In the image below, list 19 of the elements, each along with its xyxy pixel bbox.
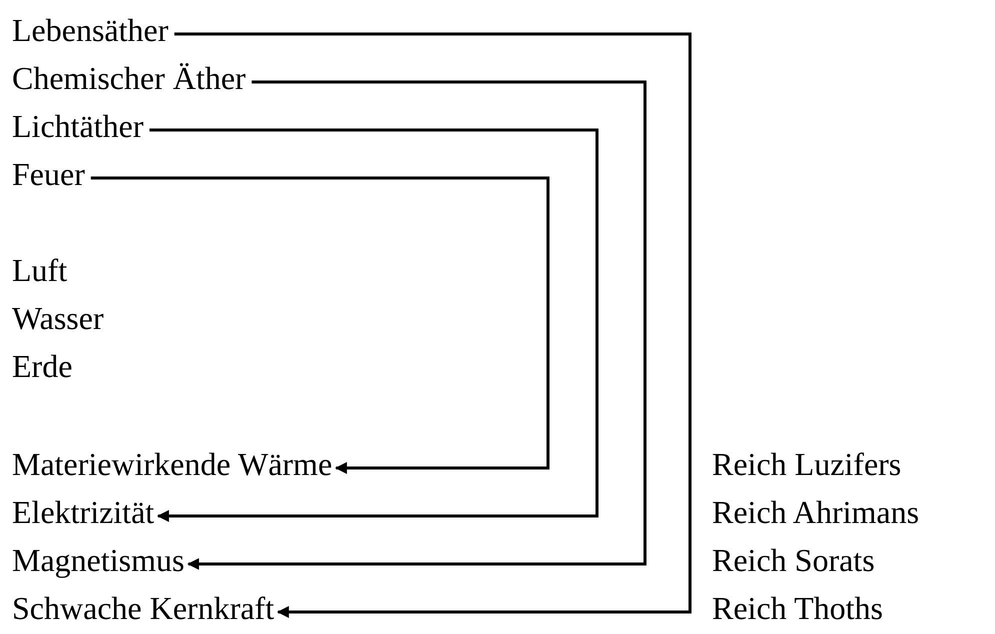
node-label: Schwache Kernkraft xyxy=(12,588,274,628)
node-label: Lebensäther xyxy=(12,10,168,50)
node-label: Feuer xyxy=(12,154,85,194)
text-label: Reich Thoths xyxy=(712,589,883,628)
text-label: Wasser xyxy=(12,299,104,338)
node-label: Elektrizität xyxy=(12,492,154,532)
text-label: Reich Luzifers xyxy=(712,445,902,484)
text-label: Luft xyxy=(12,251,68,290)
node-label: Materiewirkende Wärme xyxy=(12,444,332,484)
node-label: Lichtäther xyxy=(12,106,144,146)
text-label: Reich Ahrimans xyxy=(712,493,920,532)
node-label: Magnetismus xyxy=(12,540,184,580)
node-label: Chemischer Äther xyxy=(12,58,246,98)
text-label: Reich Sorats xyxy=(712,541,875,580)
text-label: Erde xyxy=(12,347,72,386)
arrow xyxy=(187,80,646,570)
arrow xyxy=(149,128,598,522)
arrow xyxy=(174,32,692,618)
arrow xyxy=(90,176,550,474)
